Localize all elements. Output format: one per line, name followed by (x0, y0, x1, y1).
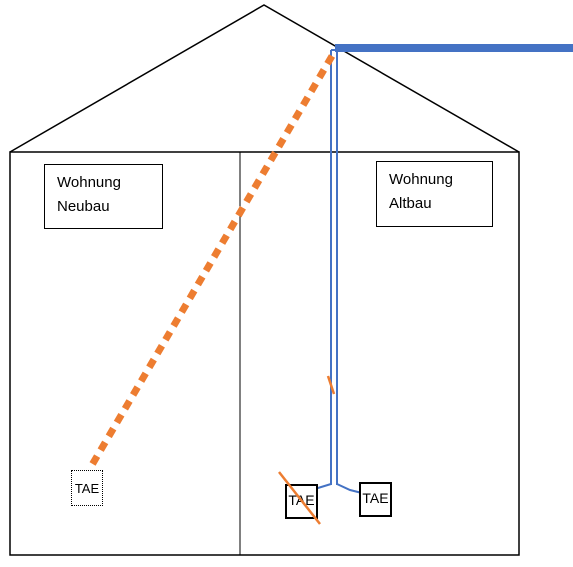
branch-cable-right (336, 483, 363, 494)
neubau-label-line1: Wohnung (57, 174, 121, 191)
tae-socket-neubau: TAE (71, 470, 103, 506)
neubau-label-line2: Neubau (57, 198, 110, 215)
house-outline (9, 151, 520, 556)
altbau-label-line1: Wohnung (389, 171, 453, 188)
incoming-line (335, 44, 573, 52)
new-cable-dotted (85, 54, 336, 472)
altbau-label-line2: Altbau (389, 195, 432, 212)
cut-mark-riser (326, 375, 336, 395)
apartment-altbau-label: Wohnung Altbau (376, 161, 493, 227)
roof-outline (9, 4, 520, 153)
tae-socket-altbau: TAE (359, 482, 392, 517)
tae-socket-altbau-old: TAE (285, 484, 318, 519)
apartment-neubau-label: Wohnung Neubau (44, 164, 163, 229)
